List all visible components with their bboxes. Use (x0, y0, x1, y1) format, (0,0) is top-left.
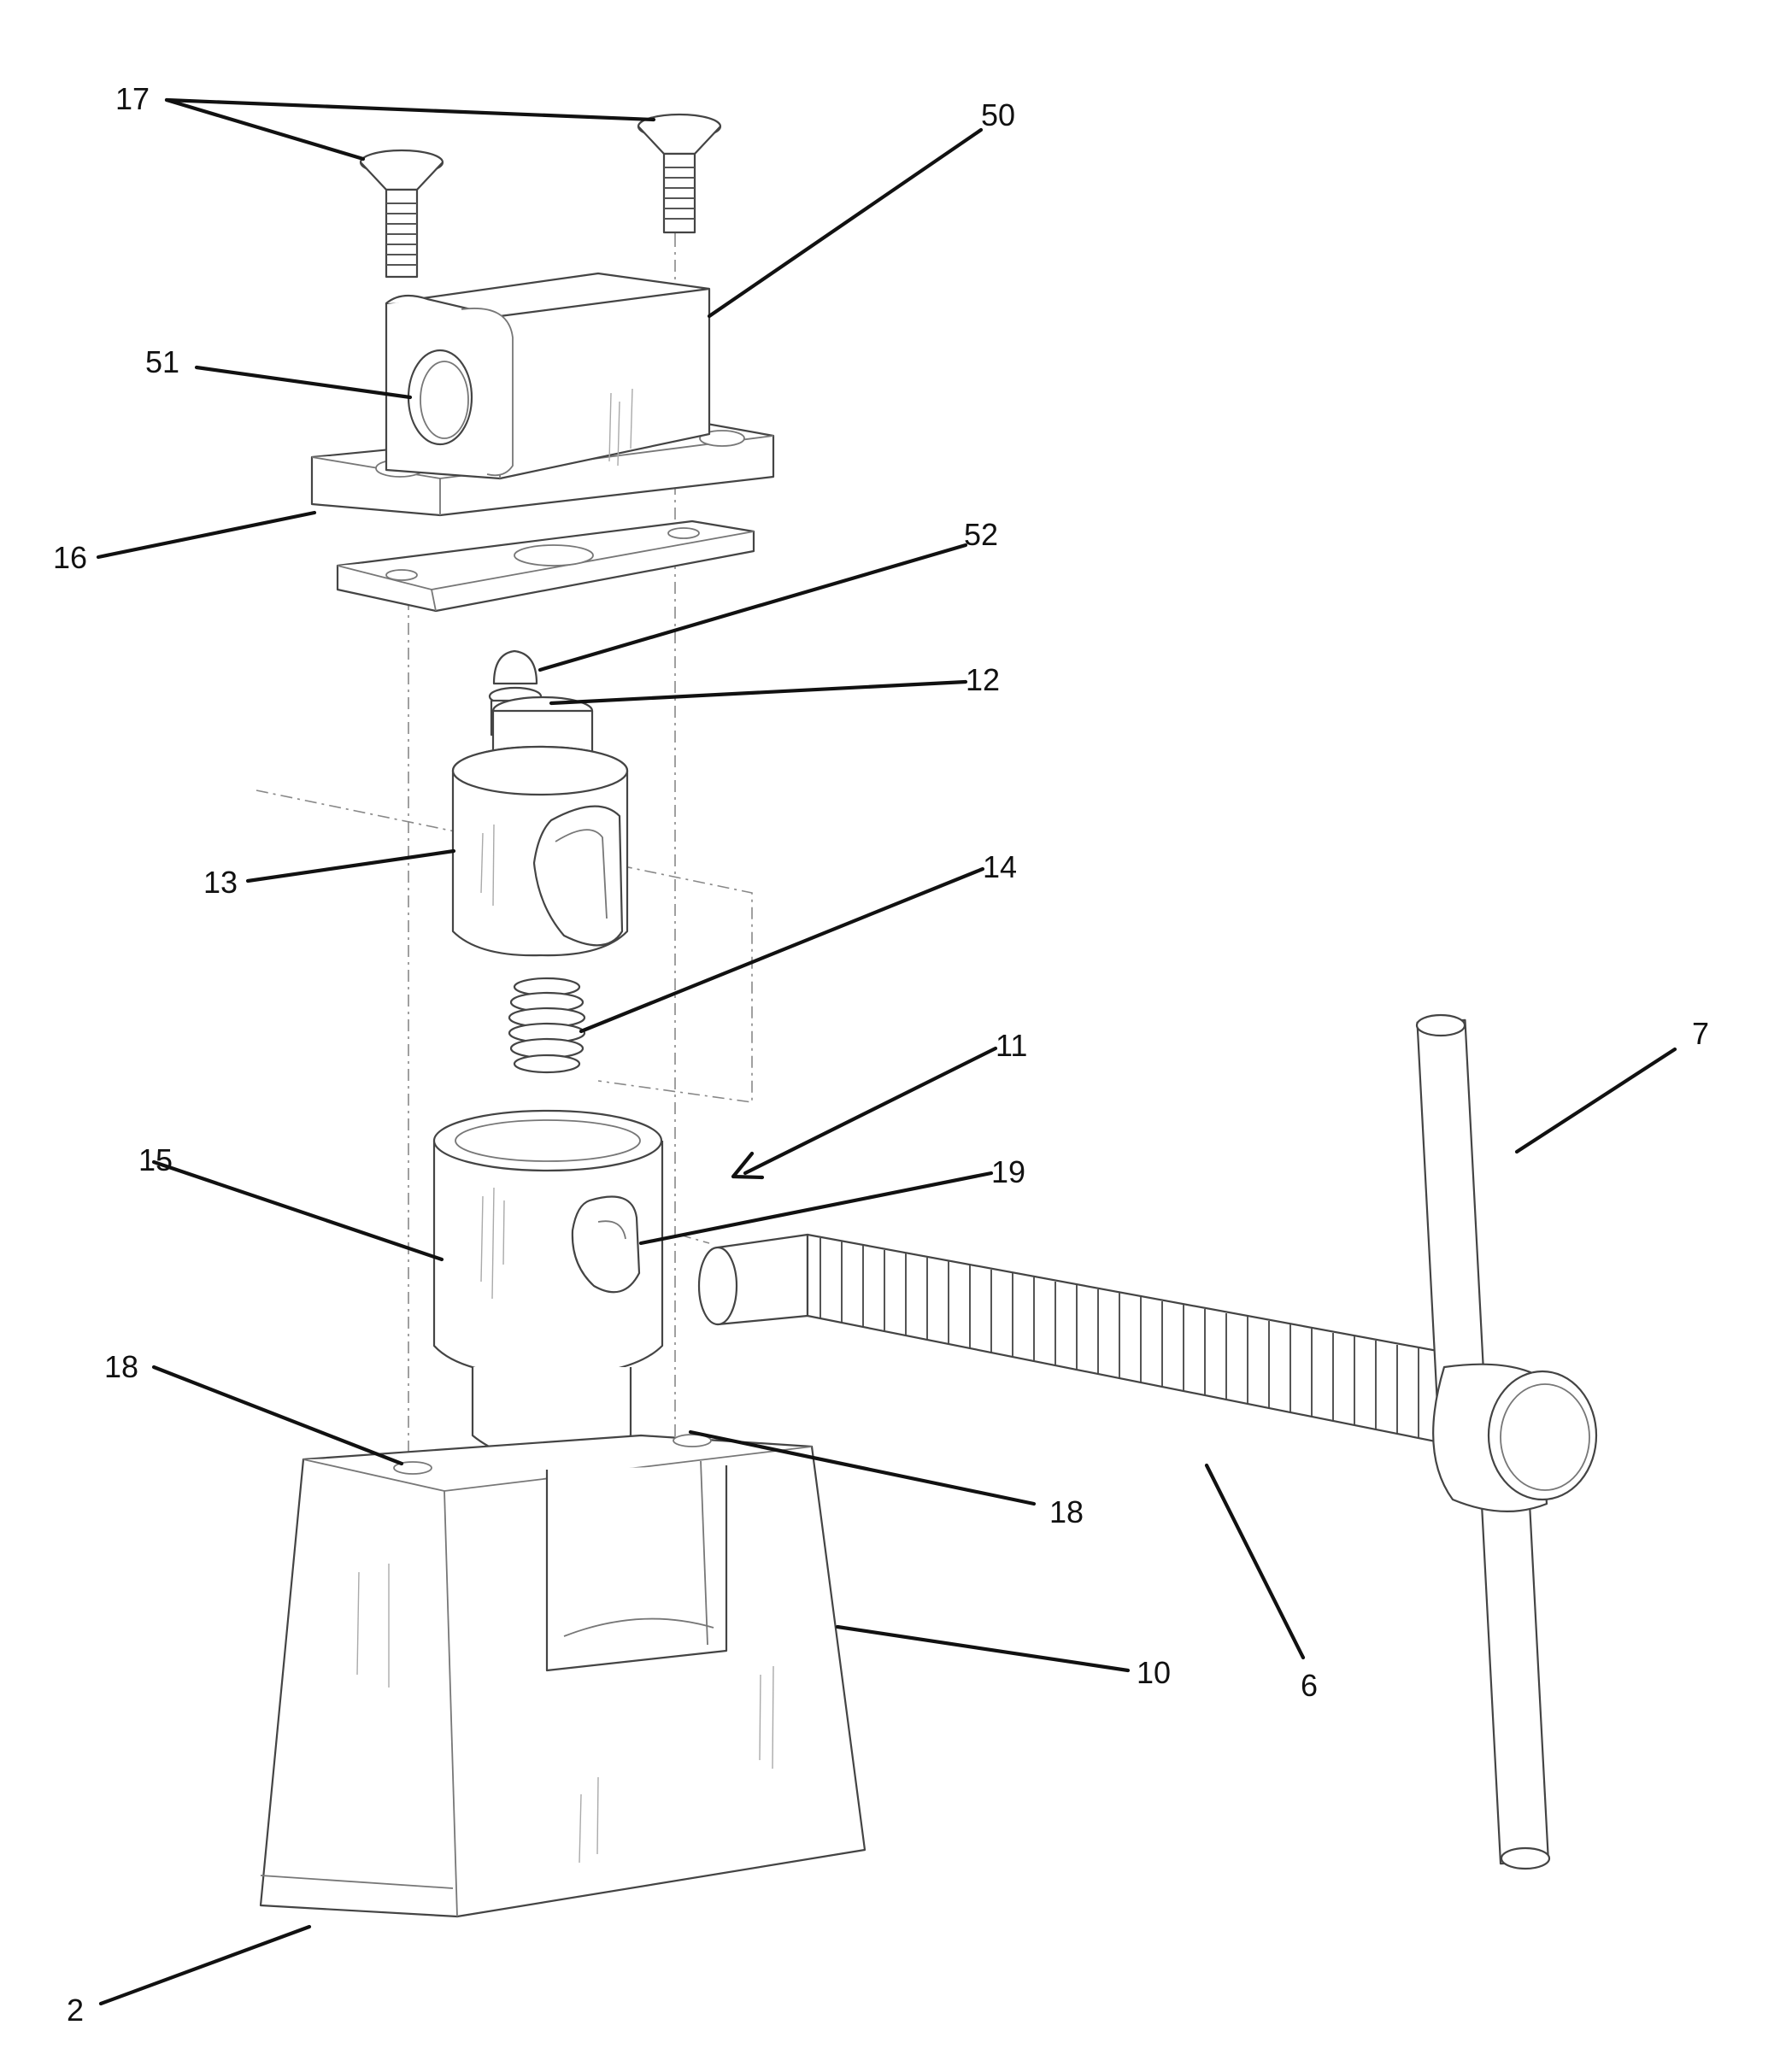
t-handle (1417, 1015, 1596, 1869)
label-housing-port: 19 (991, 1154, 1025, 1189)
label-sleeve: 13 (203, 865, 238, 900)
label-housing-assembly: 11 (996, 1028, 1027, 1063)
label-cover-block: 50 (981, 97, 1015, 132)
label-mount-hole-right: 18 (1049, 1494, 1084, 1529)
housing (434, 1111, 662, 1459)
label-pedestal: 2 (67, 1993, 84, 2028)
label-pedestal-body: 10 (1137, 1655, 1171, 1690)
screw-left (361, 150, 443, 277)
base-plate (338, 521, 754, 611)
spring (509, 978, 585, 1072)
label-cover-base: 16 (53, 540, 87, 575)
label-housing: 15 (138, 1142, 173, 1177)
label-cover-bore: 51 (145, 344, 179, 379)
screw-right (638, 114, 720, 232)
label-ball-tip: 52 (964, 517, 998, 552)
label-spring: 14 (983, 849, 1017, 884)
label-mount-hole-left: 18 (104, 1349, 138, 1384)
label-screws: 17 (115, 81, 150, 116)
screw-rod (699, 1235, 1470, 1448)
label-handle-bar: 7 (1692, 1016, 1709, 1051)
label-screw-rod: 6 (1301, 1668, 1318, 1703)
label-plunger: 12 (966, 662, 1000, 697)
sleeve (453, 747, 627, 955)
pedestal (261, 1435, 865, 1916)
